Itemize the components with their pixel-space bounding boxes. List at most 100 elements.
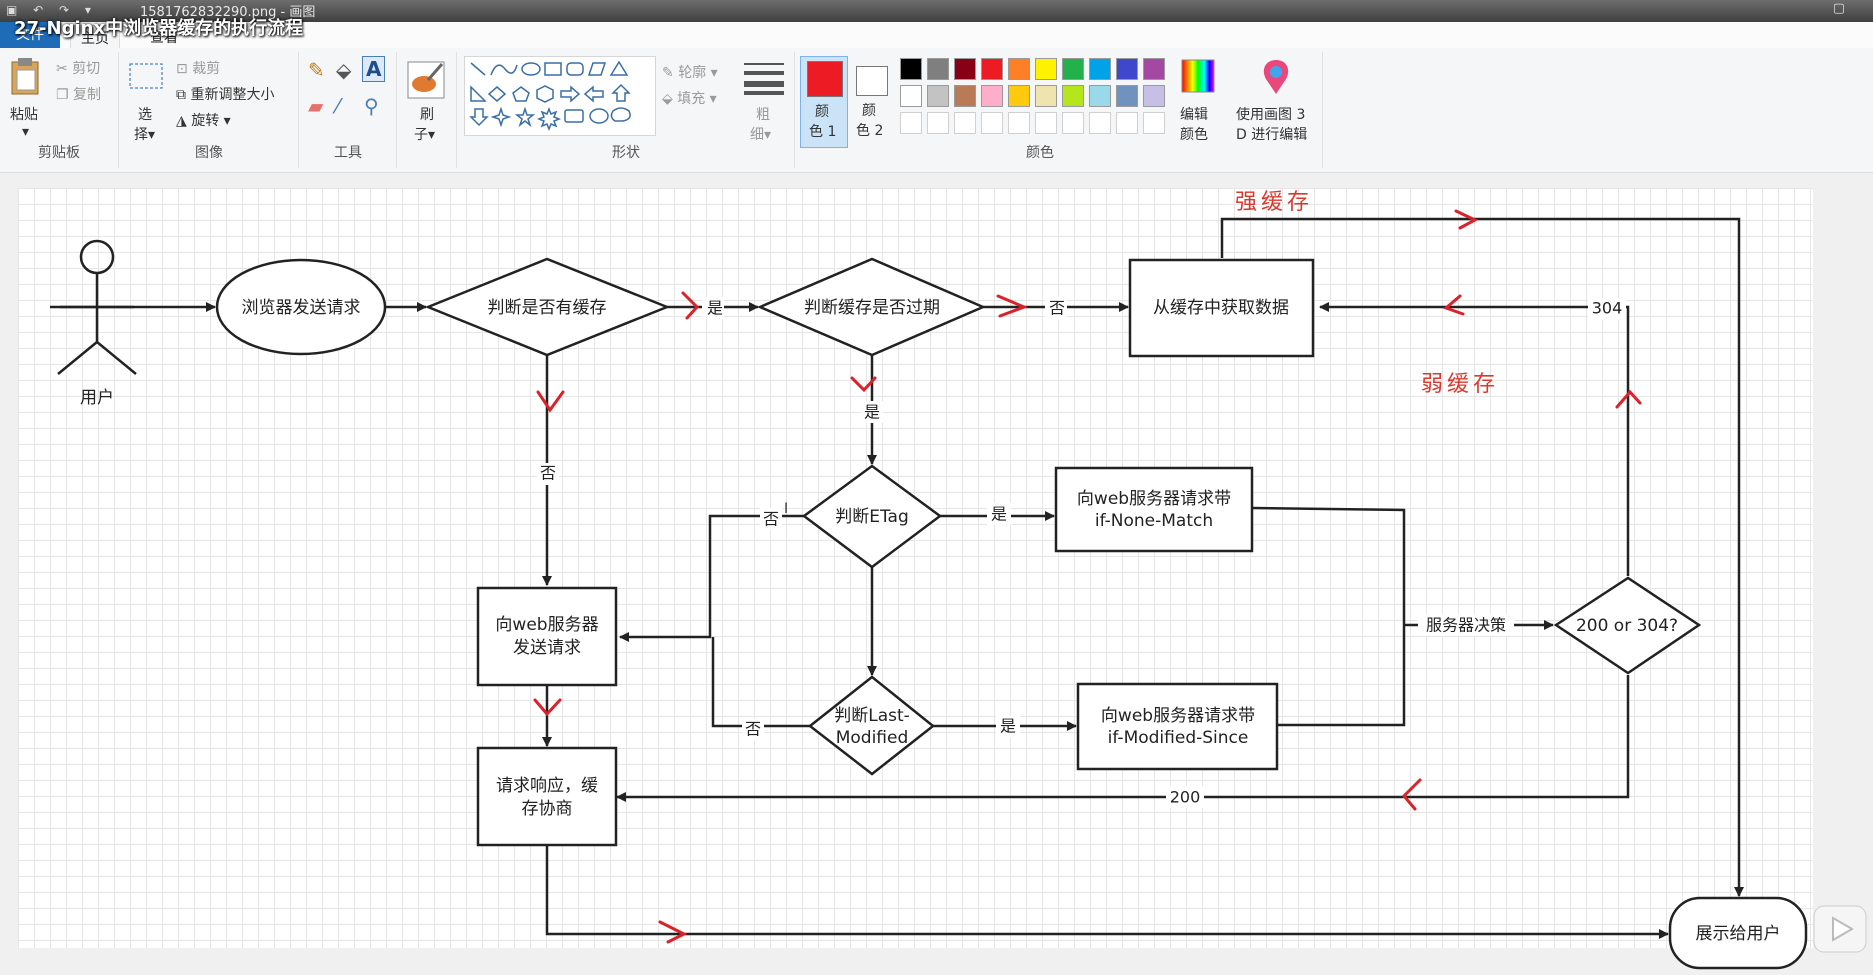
shapes-group: ✎ 轮廓 ▾ ⬙ 填充 ▾ 形状 (458, 52, 795, 168)
edge-label-no-3: 否 (763, 510, 779, 529)
shape-fill-button[interactable]: ⬙ 填充 ▾ (662, 91, 717, 107)
size-button-line2[interactable]: 细▾ (750, 127, 772, 143)
etag-node (801, 464, 943, 569)
edit-colors-line1[interactable]: 编辑 (1180, 107, 1208, 123)
copy-icon: ❐ (56, 87, 74, 103)
palette-swatch[interactable] (900, 58, 922, 80)
color1-button[interactable]: 颜 色 1 (800, 56, 848, 148)
select-button-line1[interactable]: 选 (138, 107, 152, 123)
eraser-icon[interactable]: ▰ (308, 94, 324, 118)
text-tool-icon[interactable]: A (362, 56, 386, 82)
resize-icon: ⧉ (176, 87, 191, 103)
palette-swatch[interactable] (927, 85, 949, 107)
palette-swatch[interactable] (1116, 85, 1138, 107)
paste-dropdown-icon[interactable]: ▾ (22, 124, 30, 140)
palette-swatch[interactable] (900, 85, 922, 107)
palette-swatch[interactable] (927, 112, 949, 134)
clipboard-group: 粘贴 ▾ ✂ 剪切 ❐ 复制 剪贴板 (0, 52, 119, 168)
rotate-button[interactable]: ◮ 旋转 ▾ (176, 113, 231, 129)
rotate-icon: ◮ (176, 113, 192, 129)
resize-button[interactable]: ⧉ 重新调整大小 (176, 87, 275, 103)
tab-file[interactable]: 文件 (0, 22, 60, 48)
decision-text: 200 or 304? (1576, 616, 1678, 636)
copy-button[interactable]: ❐ 复制 (56, 87, 102, 103)
select-button-line2[interactable]: 择▾ (134, 127, 156, 143)
weak-cache-annotation: 弱缓存 (1421, 372, 1499, 397)
paste-button[interactable]: 粘贴 (10, 107, 38, 123)
palette-swatch[interactable] (981, 58, 1003, 80)
palette-swatch[interactable] (1143, 112, 1165, 134)
shape-gallery[interactable] (464, 56, 656, 136)
color-palette[interactable] (900, 58, 1176, 138)
palette-swatch[interactable] (954, 112, 976, 134)
browser-request-text: 浏览器发送请求 (242, 298, 361, 318)
palette-swatch[interactable] (1008, 58, 1030, 80)
color2-label-line2: 色 2 (856, 123, 884, 139)
edge-label-no-4: 否 (745, 720, 761, 739)
crop-button[interactable]: ⊡ 裁剪 (176, 61, 221, 77)
palette-swatch[interactable] (954, 58, 976, 80)
image-group-label: 图像 (195, 145, 223, 161)
palette-swatch[interactable] (981, 85, 1003, 107)
last-modified-text-line1: 判断Last- (834, 706, 910, 726)
edge-label-yes-4: 是 (1000, 717, 1016, 736)
palette-swatch[interactable] (927, 58, 949, 80)
cut-button[interactable]: ✂ 剪切 (56, 61, 101, 77)
shape-outline-button[interactable]: ✎ 轮廓 ▾ (662, 65, 718, 81)
color2-button[interactable]: 颜 色 2 (850, 56, 896, 146)
crop-icon: ⊡ (176, 61, 193, 77)
brushes-group: 刷 子▾ (398, 52, 457, 168)
palette-swatch[interactable] (954, 85, 976, 107)
title-bar: ▣ ↶ ↷ ▾ 1581762832290.png - 画图 ▢ (0, 0, 1873, 22)
color1-swatch (807, 61, 843, 97)
edit-colors-line2[interactable]: 颜色 (1180, 127, 1208, 143)
edge-label-200: 200 (1170, 788, 1201, 807)
paint3d-line1[interactable]: 使用画图 3 (1236, 107, 1306, 123)
palette-swatch[interactable] (1089, 112, 1111, 134)
palette-swatch[interactable] (1035, 85, 1057, 107)
color1-label-line1: 颜 (815, 104, 829, 120)
none-match-node (1054, 466, 1254, 553)
pencil-icon[interactable]: ✎ (308, 58, 325, 82)
send-request-text-line1: 向web服务器 (495, 615, 598, 635)
modified-since-text-line2: if-Modified-Since (1108, 728, 1249, 748)
palette-swatch[interactable] (1143, 58, 1165, 80)
brush-button-line2[interactable]: 子▾ (414, 127, 436, 143)
red-annotation-marks (533, 209, 1642, 944)
brush-button-line1[interactable]: 刷 (420, 107, 434, 123)
get-from-cache-text: 从缓存中获取数据 (1153, 298, 1289, 318)
palette-swatch[interactable] (1062, 58, 1084, 80)
tools-group: ✎ ⬙ A ▰ ⁄ ⚲ 工具 (300, 52, 397, 168)
last-modified-node (807, 675, 936, 776)
edge-response-showuser (545, 845, 1669, 939)
palette-swatch[interactable] (1008, 112, 1030, 134)
clipboard-group-label: 剪贴板 (38, 145, 80, 161)
palette-swatch[interactable] (1089, 58, 1111, 80)
palette-swatch[interactable] (1089, 85, 1111, 107)
palette-swatch[interactable] (1143, 85, 1165, 107)
palette-swatch[interactable] (1008, 85, 1030, 107)
edge-label-yes-3: 是 (991, 505, 1007, 524)
paint3d-line2[interactable]: D 进行编辑 (1236, 127, 1308, 143)
palette-swatch[interactable] (900, 112, 922, 134)
palette-swatch[interactable] (1116, 58, 1138, 80)
tab-view[interactable]: 查看 (150, 30, 178, 46)
palette-swatch[interactable] (1035, 58, 1057, 80)
quick-access-toolbar[interactable]: ▣ ↶ ↷ ▾ (6, 3, 97, 17)
palette-swatch[interactable] (981, 112, 1003, 134)
size-button-line1[interactable]: 粗 (756, 107, 770, 123)
palette-swatch[interactable] (1062, 112, 1084, 134)
palette-swatch[interactable] (1116, 112, 1138, 134)
magnifier-icon[interactable]: ⚲ (364, 94, 379, 118)
window-control-icon[interactable]: ▢ (1832, 1, 1845, 16)
video-play-icon[interactable] (1813, 905, 1867, 953)
color-picker-icon[interactable]: ⁄ (336, 94, 340, 118)
tab-home[interactable]: 主页 (70, 25, 120, 50)
palette-swatch[interactable] (1062, 85, 1084, 107)
fill-bucket-icon[interactable]: ⬙ (336, 58, 352, 82)
edge-label-yes-1: 是 (707, 299, 723, 318)
show-user-node (1668, 896, 1808, 970)
palette-swatch[interactable] (1035, 112, 1057, 134)
edge-decision-304 (1319, 302, 1630, 576)
